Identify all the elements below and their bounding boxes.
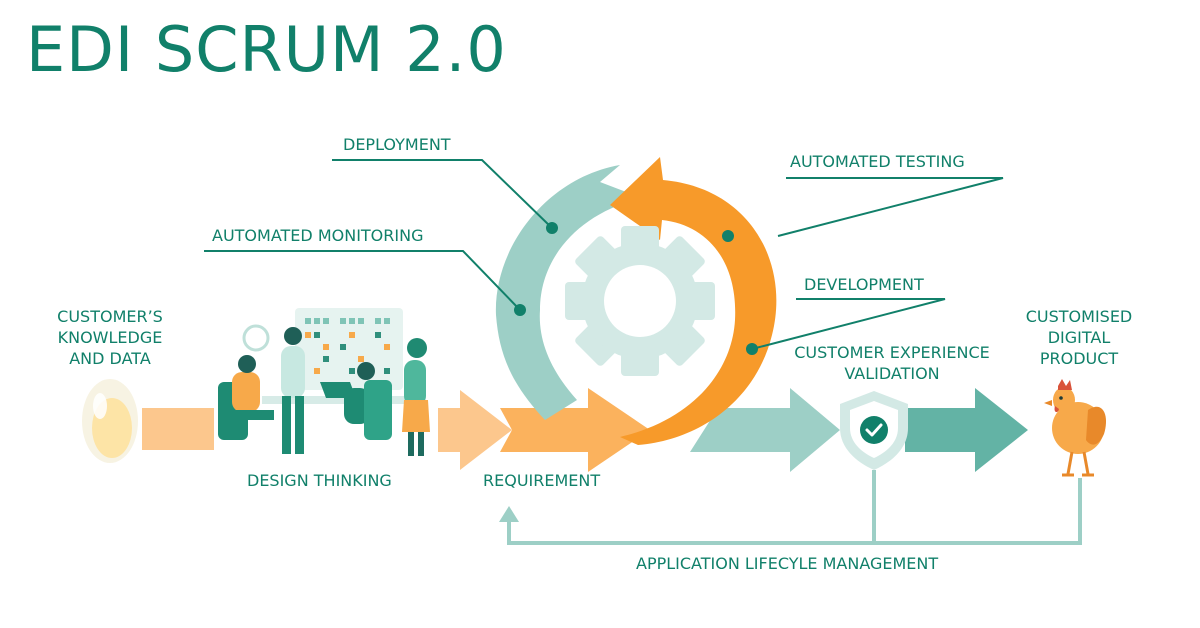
up-arrow-icon [499, 506, 519, 522]
callout-lines [204, 159, 1004, 350]
callout-dots [514, 222, 758, 355]
flow-arrow-validation [690, 388, 840, 472]
flow-arrow-requirement-1 [438, 390, 512, 470]
label-customer-knowledge-line-2: KNOWLEDGE [57, 327, 163, 347]
chicken-icon [1044, 379, 1107, 477]
label-customer-experience-validation: CUSTOMER EXPERIENCE VALIDATION [774, 343, 1010, 385]
label-automated-monitoring: AUTOMATED MONITORING [212, 226, 424, 245]
label-customer-knowledge-line-3: AND DATA [69, 348, 151, 368]
label-customer-knowledge-line-1: CUSTOMER’S [57, 307, 163, 326]
label-cx-line-2: VALIDATION [844, 363, 940, 383]
label-output-line-2: DIGITAL [1047, 327, 1111, 347]
gear-icon [565, 226, 715, 376]
label-cx-line-1: CUSTOMER EXPERIENCE [794, 343, 990, 362]
label-development: DEVELOPMENT [804, 275, 924, 294]
label-customer-knowledge: CUSTOMER’S KNOWLEDGE AND DATA [40, 307, 180, 369]
page-title: EDI SCRUM 2.0 [26, 13, 507, 86]
team-meeting-illustration [218, 308, 430, 456]
label-output-line-3: PRODUCT [1039, 348, 1119, 368]
label-requirement: REQUIREMENT [483, 471, 601, 490]
label-application-lifecycle-management: APPLICATION LIFECYLE MANAGEMENT [636, 554, 939, 573]
egg-icon [82, 379, 138, 463]
alm-feedback-loop [507, 470, 1082, 545]
flow-arrow-output [905, 388, 1028, 472]
label-customised-digital-product: CUSTOMISED DIGITAL PRODUCT [1013, 307, 1145, 369]
shield-check-icon [840, 391, 908, 470]
label-design-thinking: DESIGN THINKING [247, 471, 392, 490]
label-deployment: DEPLOYMENT [343, 135, 451, 154]
cycle-arc-teal [495, 165, 642, 420]
label-automated-testing: AUTOMATED TESTING [790, 152, 965, 171]
input-flow-bar [142, 408, 214, 450]
label-output-line-1: CUSTOMISED [1025, 307, 1133, 326]
